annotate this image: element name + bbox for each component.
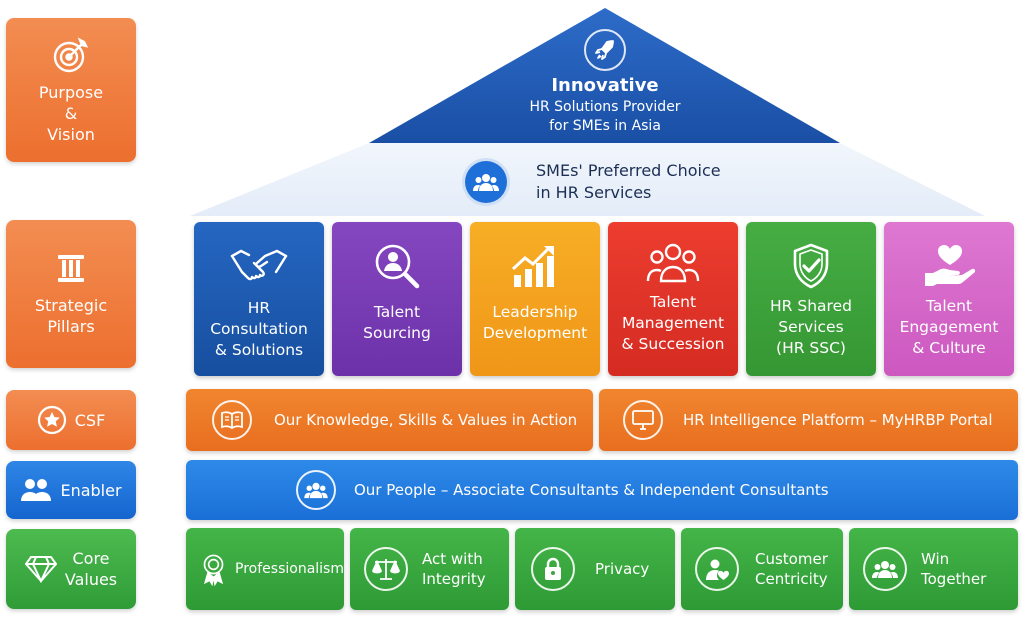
value-integrity: Act with Integrity — [350, 528, 509, 610]
scales-icon — [364, 547, 408, 591]
book-icon — [212, 400, 252, 440]
roof-top — [369, 8, 840, 143]
pillar-label: Talent Management & Succession — [621, 293, 725, 353]
value-professionalism: Professionalism — [186, 528, 344, 610]
star-badge-icon — [37, 405, 66, 435]
strategic-pillars-label: Strategic Pillars — [6, 220, 136, 368]
pillar-label: Talent Sourcing — [363, 303, 431, 342]
pillar-leadership-development: Leadership Development — [470, 222, 600, 376]
csf-label: CSF — [6, 390, 136, 450]
growth-chart-icon — [511, 246, 554, 287]
customer-heart-icon — [695, 547, 739, 591]
pillar-talent-management: Talent Management & Succession — [608, 222, 738, 376]
lock-icon — [531, 547, 575, 591]
enabler-label: Enabler — [6, 461, 136, 519]
people-circle-icon — [296, 470, 336, 510]
diamond-icon — [24, 556, 57, 583]
people-group-icon — [465, 161, 507, 203]
pillar-label: Talent Engagement & Culture — [899, 297, 999, 357]
pillar-label: HR Shared Services (HR SSC) — [770, 297, 852, 357]
shield-check-icon — [793, 243, 829, 289]
monitor-icon — [623, 400, 663, 440]
team-icon — [646, 243, 700, 283]
roof-title: Innovative — [551, 75, 659, 96]
enabler-bar: Our People – Associate Consultants & Ind… — [186, 460, 1018, 520]
roof-subtitle-2: for SMEs in Asia — [549, 118, 661, 134]
csf-platform-bar: HR Intelligence Platform – MyHRBP Portal — [599, 389, 1018, 451]
pillar-label: HR Consultation & Solutions — [210, 299, 308, 359]
team-icon — [863, 547, 907, 591]
value-privacy: Privacy — [515, 528, 675, 610]
pillar-hr-shared-services: HR Shared Services (HR SSC) — [746, 222, 876, 376]
pillar-talent-sourcing: Talent Sourcing — [332, 222, 462, 376]
pillar-label: Leadership Development — [482, 303, 588, 342]
search-person-icon — [375, 244, 420, 289]
band-line-1: SMEs' Preferred Choice — [536, 161, 721, 180]
csf-knowledge-text: Our Knowledge, Skills & Values in Action — [274, 411, 578, 429]
csf-text: CSF — [74, 410, 106, 430]
csf-platform-text: HR Intelligence Platform – MyHRBP Portal — [683, 411, 993, 429]
csf-knowledge-bar: Our Knowledge, Skills & Values in Action — [186, 389, 593, 451]
roof — [190, 8, 985, 216]
strategic-pillars-text: Strategic Pillars — [34, 296, 108, 336]
value-label: Professionalism — [235, 561, 344, 577]
purpose-vision-label: Purpose & Vision — [6, 18, 136, 162]
value-label: Privacy — [595, 560, 650, 578]
band-line-2: in HR Services — [536, 183, 652, 202]
purpose-vision-text: Purpose & Vision — [38, 82, 104, 144]
handshake-icon — [230, 249, 288, 281]
roof-subtitle-1: HR Solutions Provider — [529, 99, 681, 115]
value-label: Act with Integrity — [422, 550, 486, 588]
core-values-label: Core Values — [6, 529, 136, 609]
enabler-people-text: Our People – Associate Consultants & Ind… — [354, 481, 829, 499]
value-customer-centricity: Customer Centricity — [681, 528, 843, 610]
award-ribbon-icon — [203, 554, 224, 587]
heart-hand-icon — [925, 245, 975, 286]
pillar-hr-consultation: HR Consultation & Solutions — [194, 222, 324, 376]
people-icon — [21, 479, 52, 501]
value-label: Win Together — [921, 550, 987, 588]
roof-band — [190, 143, 985, 216]
value-label: Customer Centricity — [755, 550, 828, 588]
pillar-talent-engagement: Talent Engagement & Culture — [884, 222, 1014, 376]
target-icon — [53, 37, 89, 72]
enabler-text: Enabler — [60, 480, 122, 500]
rocket-icon — [584, 29, 626, 71]
core-values-text: Core Values — [64, 549, 118, 589]
pillar-icon — [58, 255, 84, 282]
value-win-together: Win Together — [849, 528, 1018, 610]
